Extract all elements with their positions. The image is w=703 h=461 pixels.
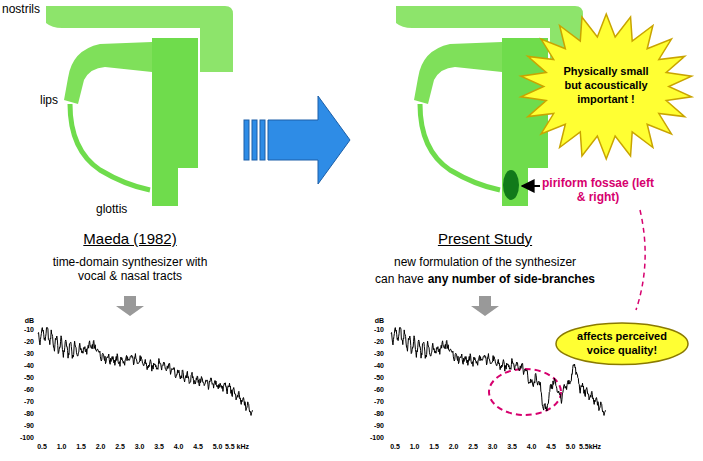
axis-label: -100 bbox=[370, 434, 384, 442]
axis-label: 2.5 bbox=[115, 443, 125, 451]
axis-label: 3.5 bbox=[507, 443, 517, 451]
callout-text: affects perceived voice quality! bbox=[570, 330, 674, 358]
axis-label: 5.0 bbox=[213, 443, 223, 451]
axis-label: 0.5 bbox=[390, 443, 400, 451]
axis-label: 1.5 bbox=[429, 443, 439, 451]
highlight-ellipse bbox=[489, 369, 561, 415]
axis-label: 4.0 bbox=[527, 443, 537, 451]
text-label: time-domain synthesizer with vocal & nas… bbox=[52, 255, 208, 284]
text-label: can have bbox=[375, 272, 424, 286]
text-label: any number of side-branches bbox=[428, 272, 595, 286]
spectrum-curve bbox=[38, 328, 252, 416]
axis-label: 4.5 bbox=[546, 443, 556, 451]
axis-label: 2.0 bbox=[96, 443, 106, 451]
axis-label: 5.5 kHz bbox=[225, 443, 249, 451]
down-arrow bbox=[471, 296, 499, 316]
down-arrow bbox=[116, 296, 144, 316]
axis-label: -40 bbox=[24, 362, 34, 370]
axis-label: 4.0 bbox=[174, 443, 184, 451]
axis-label: -30 bbox=[374, 350, 384, 358]
axis-label: -90 bbox=[374, 422, 384, 430]
vocal-tract-left bbox=[46, 6, 233, 208]
transition-arrow bbox=[244, 96, 350, 184]
axis-label: -50 bbox=[374, 374, 384, 382]
leader-line bbox=[636, 210, 645, 310]
axis-label: -10 bbox=[24, 326, 34, 334]
callout-oval: affects perceived voice quality! bbox=[555, 322, 689, 366]
starburst bbox=[521, 14, 692, 159]
axis-label: -80 bbox=[24, 410, 34, 418]
axis-label: 4.5 bbox=[193, 443, 203, 451]
text-label: glottis bbox=[96, 202, 127, 216]
axis-label: -20 bbox=[374, 338, 384, 346]
axis-label: -100 bbox=[20, 434, 34, 442]
axis-label: 5.5kHz bbox=[579, 443, 601, 451]
axis-label: 3.5 bbox=[154, 443, 164, 451]
axis-label: -20 bbox=[24, 338, 34, 346]
axis-label: 2.0 bbox=[449, 443, 459, 451]
axis-label: 1.5 bbox=[76, 443, 86, 451]
axis-label: -30 bbox=[24, 350, 34, 358]
spectra bbox=[38, 328, 605, 416]
text-label: nostrils bbox=[2, 2, 40, 16]
oval bbox=[556, 323, 688, 365]
text-label: piriform fossae (left & right) bbox=[540, 176, 656, 205]
axis-label: -70 bbox=[374, 398, 384, 406]
section-title: Present Study bbox=[438, 230, 532, 248]
piriform-fossa bbox=[503, 170, 519, 200]
axis-label: -70 bbox=[24, 398, 34, 406]
section-title: Maeda (1982) bbox=[83, 230, 176, 248]
axis-label: dB bbox=[375, 317, 384, 325]
axis-label: dB bbox=[25, 317, 34, 325]
text-label: lips bbox=[40, 93, 58, 107]
axis-label: -50 bbox=[24, 374, 34, 382]
axis-label: 0.5 bbox=[37, 443, 47, 451]
callout-starburst: Physically small but acoustically import… bbox=[520, 14, 693, 159]
axis-label: -80 bbox=[374, 410, 384, 418]
axis-label: 3.0 bbox=[488, 443, 498, 451]
axis-label: -60 bbox=[24, 386, 34, 394]
axis-label: 1.0 bbox=[57, 443, 67, 451]
axis-label: -40 bbox=[374, 362, 384, 370]
axis-label: -90 bbox=[24, 422, 34, 430]
axis-label: -60 bbox=[374, 386, 384, 394]
axis-label: -10 bbox=[374, 326, 384, 334]
text-label: new formulation of the synthesizer bbox=[394, 255, 576, 269]
axis-label: 5.0 bbox=[566, 443, 576, 451]
axis-label: 1.0 bbox=[410, 443, 420, 451]
axis-label: 2.5 bbox=[468, 443, 478, 451]
callout-text: Physically small but acoustically import… bbox=[556, 65, 656, 106]
pointer-arrow bbox=[522, 185, 540, 187]
axis-label: 3.0 bbox=[135, 443, 145, 451]
